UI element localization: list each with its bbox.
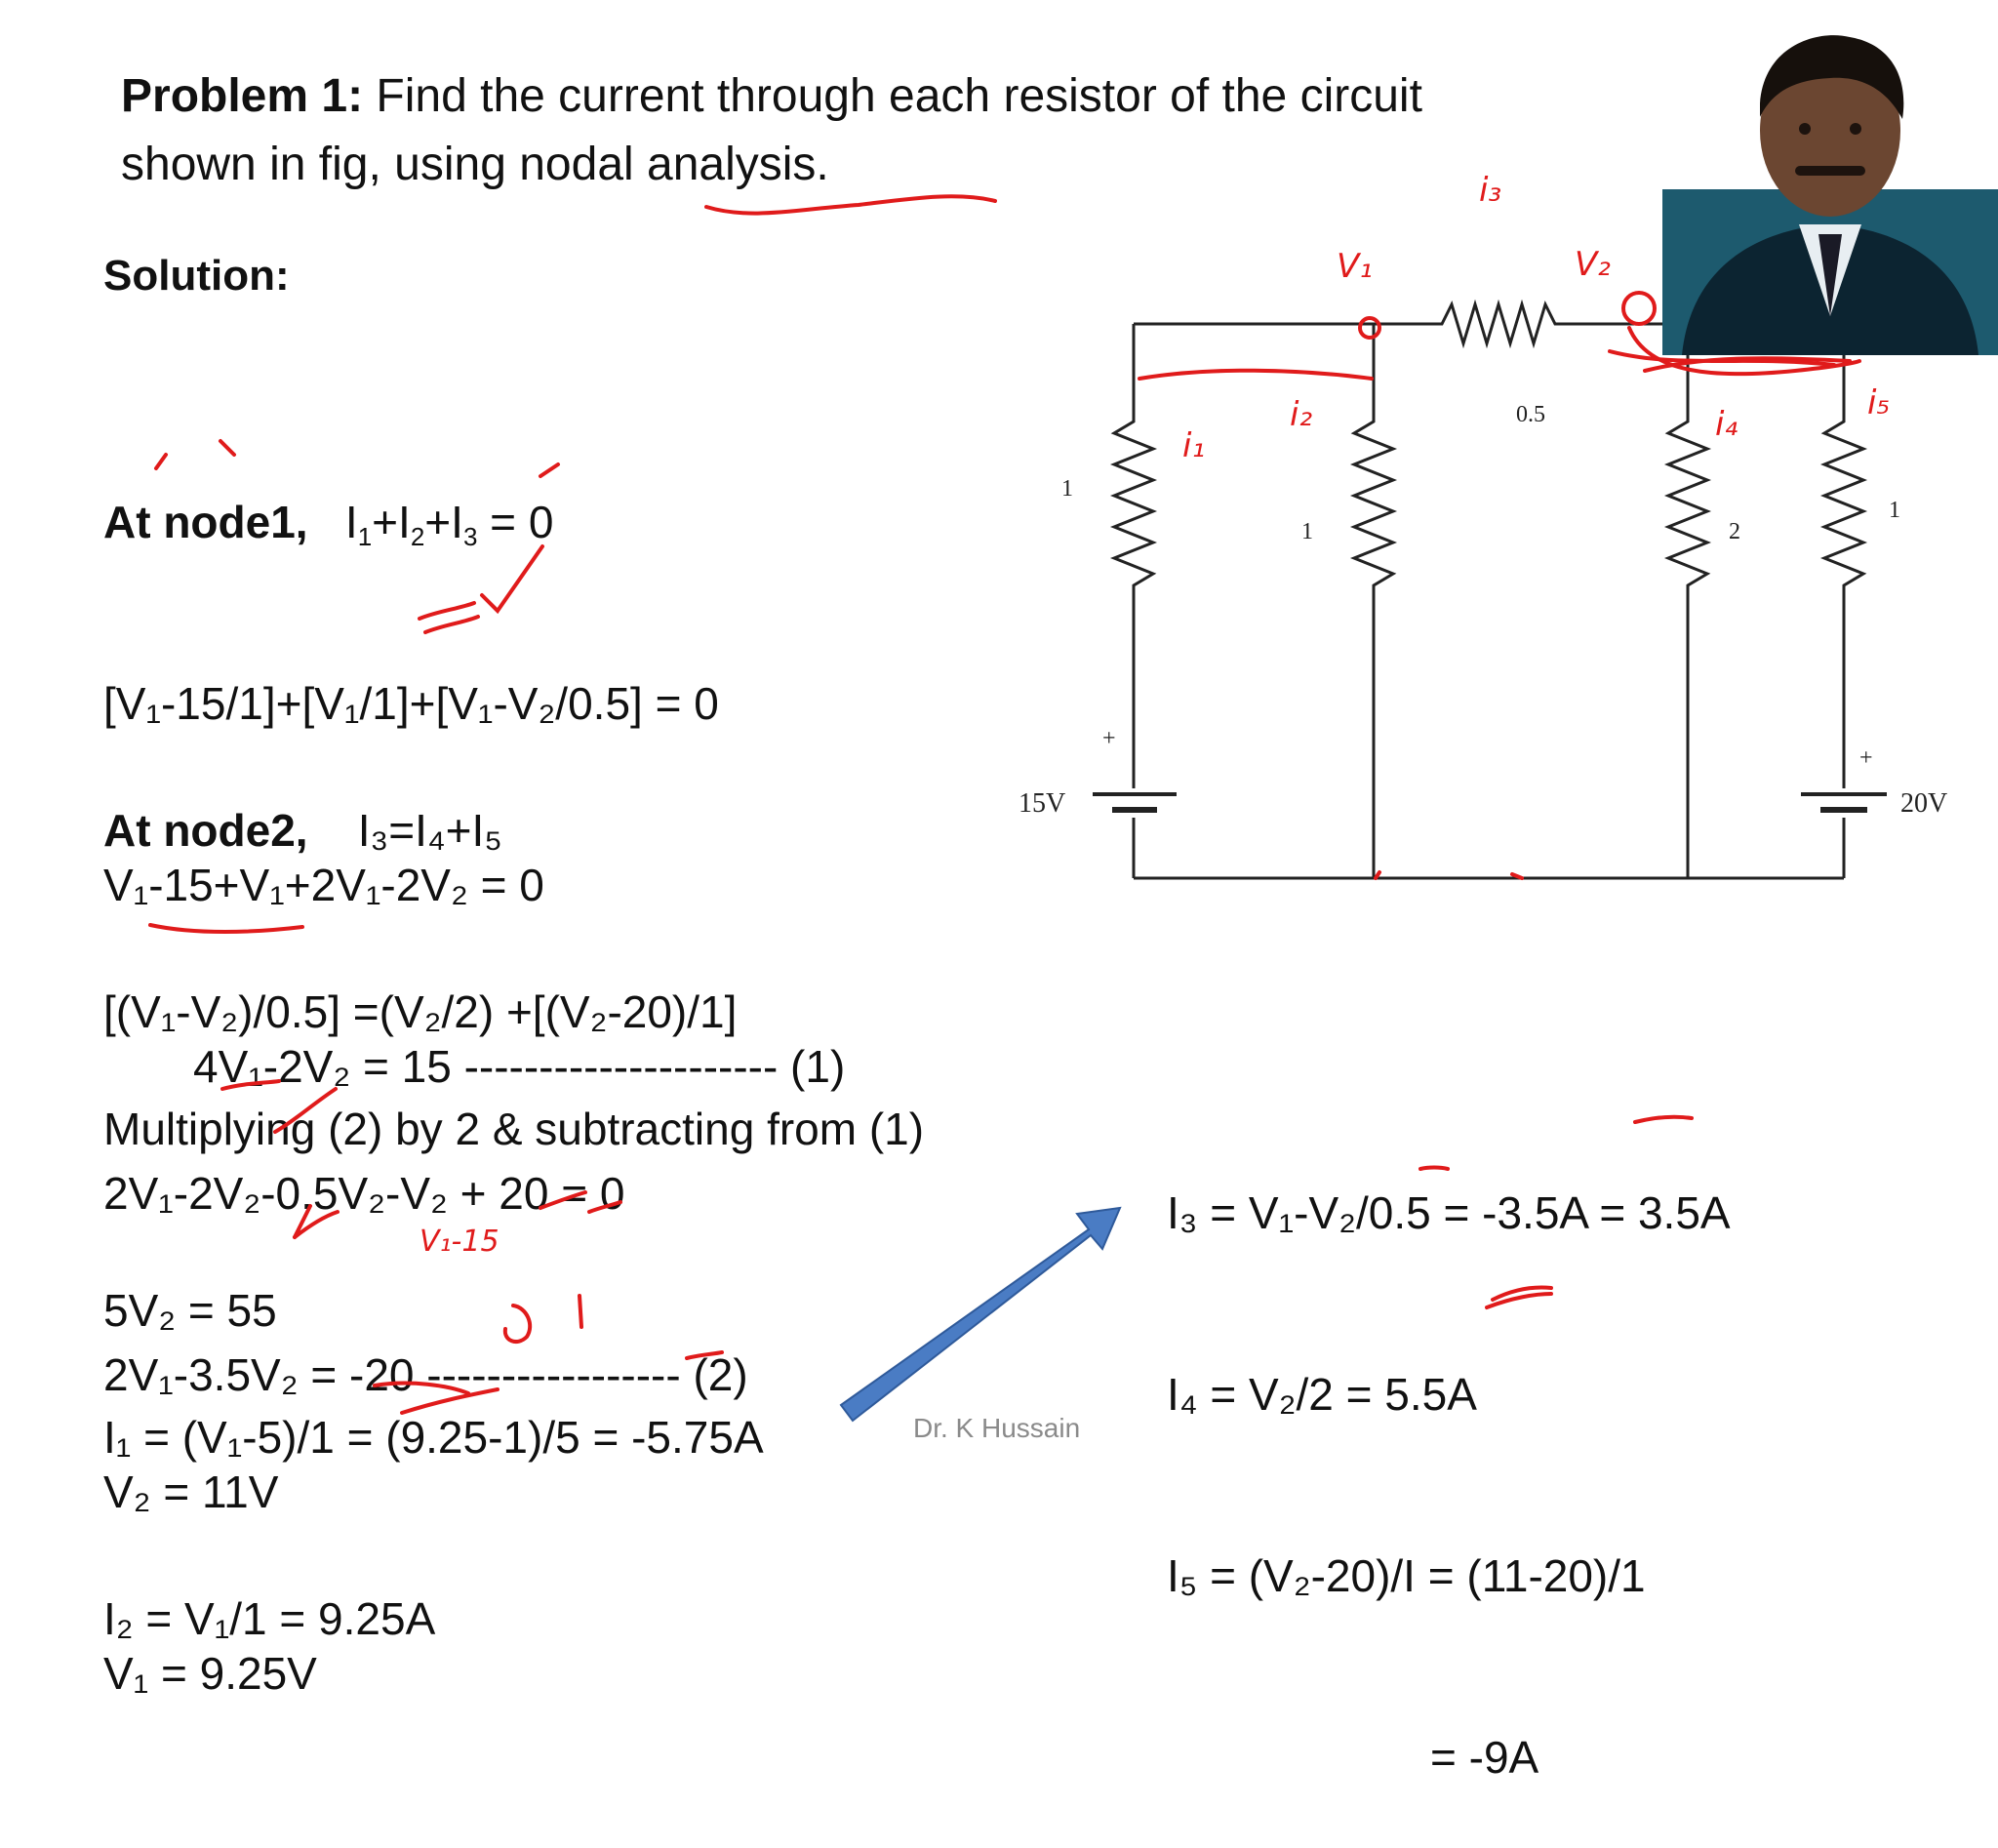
node1-line4: 4V₁-2V₂ = 15 --------------------- (1) bbox=[193, 1041, 846, 1092]
current-i5: I₅ = (V₂-20)/I = (11-20)/1 bbox=[1167, 1550, 1646, 1601]
avatar bbox=[1662, 23, 1998, 355]
current-i4: I₄ = V₂/2 = 5.5A bbox=[1167, 1369, 1477, 1420]
battery-20v bbox=[1801, 792, 1887, 813]
annot-note: V₁-15 bbox=[420, 1225, 500, 1259]
node2-kcl-line: At node2, I₃=I₄+I₅ bbox=[103, 800, 748, 861]
annot-i5: i₅ bbox=[1867, 383, 1890, 422]
annot-i1: i₁ bbox=[1182, 426, 1205, 465]
current-i2: I₂ = V₁/1 = 9.25A bbox=[103, 1593, 436, 1644]
resistor-left-1 bbox=[1109, 324, 1158, 788]
node2-kcl: I₃=I₄+I₅ bbox=[357, 805, 502, 856]
current-i5-result: = -9A bbox=[1430, 1732, 1539, 1783]
footer-author: Dr. K Hussain bbox=[913, 1413, 1081, 1443]
node1-kcl: I1+I2+I3 = 0 bbox=[344, 497, 554, 551]
node1-line3: V₁-15+V₁+2V₁-2V₂ = 0 bbox=[103, 860, 544, 910]
solve-line1: Multiplying (2) by 2 & subtracting from … bbox=[103, 1104, 925, 1154]
node1-circle bbox=[1358, 316, 1381, 340]
problem-label: Problem 1: bbox=[121, 70, 364, 122]
red-ink bbox=[148, 194, 1861, 1415]
circuit-diagram: 1 1 0.5 2 1 15V 20V + + bbox=[148, 171, 1947, 1423]
solve-block: Multiplying (2) by 2 & subtracting from … bbox=[103, 978, 924, 1764]
v-left-label: 15V bbox=[1019, 788, 1065, 819]
r5-label: 1 bbox=[1889, 498, 1900, 523]
resistor-right-1 bbox=[1819, 324, 1868, 788]
check-eq1 bbox=[480, 544, 544, 615]
underline-nodal-analysis bbox=[704, 194, 997, 216]
r2-label: 1 bbox=[1301, 519, 1313, 544]
presenter-photo bbox=[1662, 23, 1998, 355]
slide-title: Problem 1: Find the current through each… bbox=[121, 62, 1448, 199]
solve-line2: 5V₂ = 55 bbox=[103, 1285, 277, 1336]
problem-text: Find the current through each resistor o… bbox=[121, 70, 1422, 190]
node2-heading: At node2, bbox=[103, 805, 308, 856]
node2-block: At node2, I₃=I₄+I₅ [(V₁-V₂)/0.5] =(V₂/2)… bbox=[103, 679, 748, 1466]
v-right-label: 20V bbox=[1900, 788, 1947, 819]
annot-v1: V₁ bbox=[1337, 247, 1373, 286]
r4-label: 2 bbox=[1729, 519, 1740, 544]
plus-right: + bbox=[1859, 745, 1873, 771]
blue-arrow bbox=[839, 1206, 1122, 1423]
annot-i3: i₃ bbox=[1479, 171, 1501, 210]
node1-heading: At node1, bbox=[103, 497, 308, 547]
r1-label: 1 bbox=[1061, 476, 1073, 502]
underline-eq2 bbox=[148, 923, 304, 934]
solution-label: Solution: bbox=[103, 252, 290, 300]
resistor-mid-1 bbox=[1349, 324, 1398, 878]
battery-15v bbox=[1093, 792, 1177, 813]
node1-line2: [V₁-15/1]+[V₁/1]+[V₁-V₂/0.5] = 0 bbox=[103, 678, 719, 729]
current-i3: I₃ = V₁-V₂/0.5 = -3.5A = 3.5A bbox=[1167, 1187, 1731, 1238]
resistor-2 bbox=[1663, 324, 1712, 878]
node1-kcl-line: At node1, I1+I2+I3 = 0 bbox=[103, 492, 845, 552]
circuit-wires bbox=[1109, 299, 1868, 880]
node1-block: At node1, I1+I2+I3 = 0 [V₁-15/1]+[V₁/1]+… bbox=[103, 371, 845, 1157]
node2-line2: [(V₁-V₂)/0.5] =(V₂/2) +[(V₂-20)/1] bbox=[103, 986, 738, 1037]
check-v2 bbox=[273, 1087, 338, 1134]
annot-i2: i₂ bbox=[1290, 395, 1312, 434]
annot-i4: i₄ bbox=[1715, 405, 1738, 444]
node2-circle bbox=[1621, 291, 1657, 326]
r3-label: 0.5 bbox=[1516, 402, 1545, 427]
current-i1: I₁ = (V₁-5)/1 = (9.25-1)/5 = -5.75A bbox=[103, 1412, 764, 1463]
plus-left: + bbox=[1102, 726, 1116, 751]
resistor-0.5 bbox=[1370, 299, 1600, 349]
mark-i1 bbox=[1138, 368, 1374, 381]
annot-v2: V₂ bbox=[1575, 245, 1611, 284]
node2-line3: 2V₁-2V₂-0.5V₂-V₂ + 20 = 0 bbox=[103, 1168, 625, 1219]
